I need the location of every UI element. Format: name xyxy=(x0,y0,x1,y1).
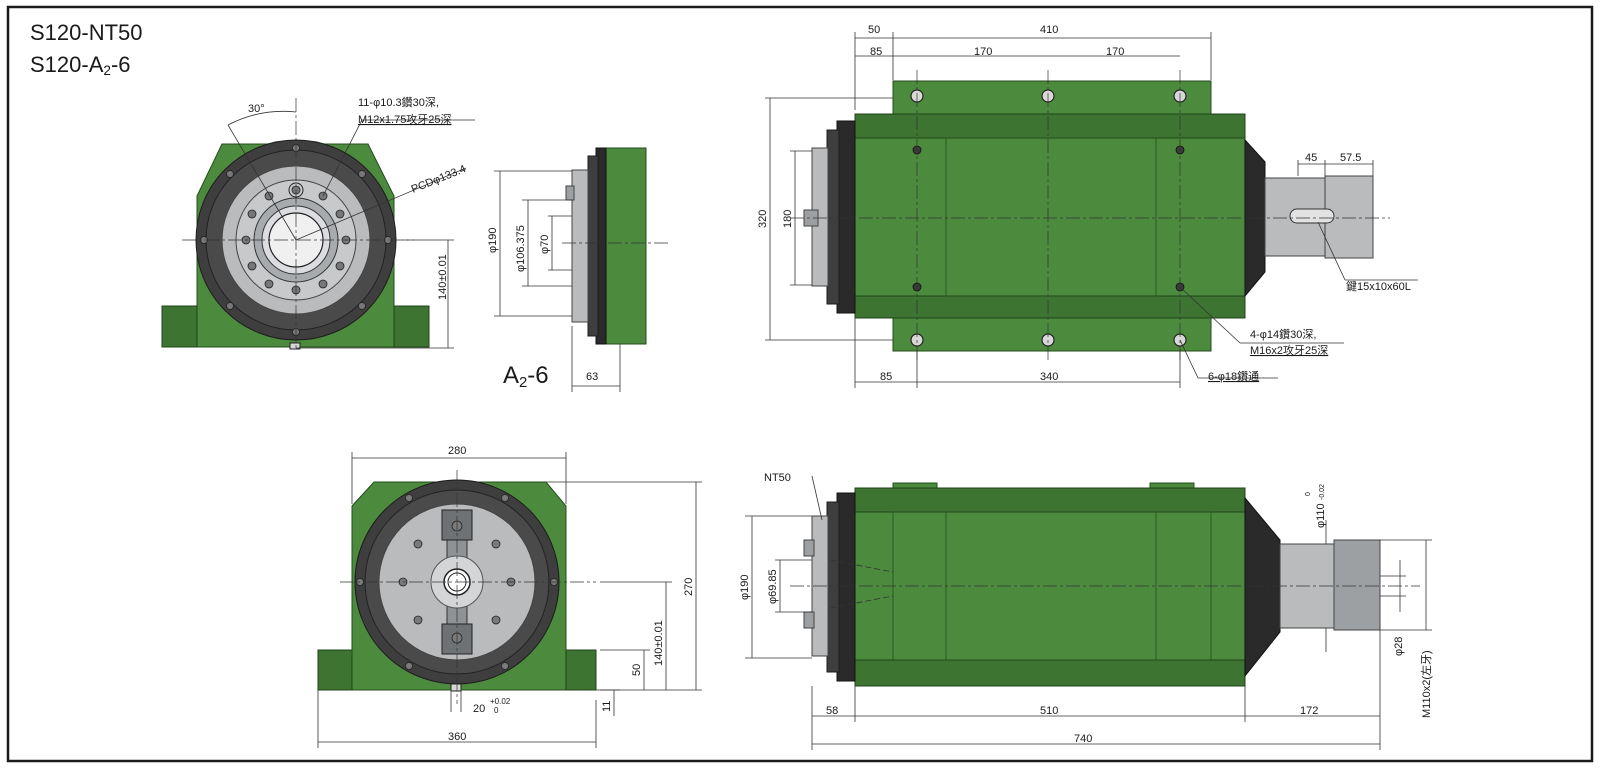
top-dim-340: 340 xyxy=(1040,371,1058,383)
front-height-label: 140±0.01 xyxy=(437,254,449,300)
end-dim-360: 360 xyxy=(448,731,466,743)
end-dim-20: 20 xyxy=(473,703,485,715)
pcd-label: PCDφ133.4 xyxy=(410,163,468,196)
end-dim-50: 50 xyxy=(631,664,643,676)
nose-dia-70: φ70 xyxy=(539,235,551,254)
side-dim-740: 740 xyxy=(1074,733,1092,745)
side-dia-110-tol-lower: -0.02 xyxy=(1319,484,1326,500)
end-view xyxy=(317,452,702,748)
end-dim-270: 270 xyxy=(683,578,695,596)
side-dia-110-tol-upper: 0 xyxy=(1305,492,1312,496)
thread-note: M110x2(左牙) xyxy=(1420,650,1433,718)
angle-label: 30° xyxy=(248,103,265,115)
side-dia-110: φ110 xyxy=(1315,503,1327,528)
hole-note-line2: M12x1.75攻牙25深 xyxy=(358,112,452,126)
nt50-label: NT50 xyxy=(764,472,791,484)
spindle-nose-view xyxy=(494,147,670,392)
front-view xyxy=(161,98,475,350)
top-dim-410: 410 xyxy=(1040,24,1058,36)
through-hole-note: 6-φ18鑽通 xyxy=(1208,369,1259,383)
nose-dia-190: φ190 xyxy=(487,228,499,254)
side-dia-28: φ28 xyxy=(1393,637,1405,656)
end-dim-20-tol-lower: 0 xyxy=(494,706,499,715)
top-dim-85-bottom: 85 xyxy=(880,371,892,383)
end-dim-280: 280 xyxy=(448,445,466,457)
nose-dia-106: φ106.375 xyxy=(515,225,527,272)
end-dim-20-tol-upper: +0.02 xyxy=(490,697,511,706)
top-dim-180: 180 xyxy=(782,210,794,228)
side-dia-69: φ69.85 xyxy=(767,569,779,604)
side-dim-172: 172 xyxy=(1300,705,1318,717)
top-dim-57-5: 57.5 xyxy=(1340,152,1361,164)
tap-note-line1: 4-φ14鑽30深, xyxy=(1250,327,1316,341)
hole-note-line1: 11-φ10.3鑽30深, xyxy=(358,95,439,109)
end-dim-140: 140±0.01 xyxy=(653,620,665,666)
top-view xyxy=(765,32,1418,388)
sheet-border xyxy=(6,5,1594,763)
title-model-a2-6: S120-A2-6 xyxy=(30,52,131,79)
key-note: 鍵15x10x60L xyxy=(1346,279,1411,293)
top-dim-45: 45 xyxy=(1305,152,1317,164)
top-dim-50: 50 xyxy=(868,24,880,36)
side-dim-58: 58 xyxy=(826,705,838,717)
side-dia-190: φ190 xyxy=(739,575,751,601)
end-dim-11: 11 xyxy=(601,701,613,712)
top-dim-170-a: 170 xyxy=(974,46,992,58)
side-view xyxy=(745,475,1432,750)
side-dim-510: 510 xyxy=(1040,705,1058,717)
spindle-nose-label: A2-6 xyxy=(503,362,549,391)
top-dim-170-b: 170 xyxy=(1106,46,1124,58)
nose-depth-63: 63 xyxy=(586,371,598,383)
tap-note-line2: M16x2攻牙25深 xyxy=(1250,343,1328,357)
top-dim-85: 85 xyxy=(870,46,882,58)
top-dim-320: 320 xyxy=(757,210,769,228)
title-model-nt50: S120-NT50 xyxy=(30,20,143,45)
